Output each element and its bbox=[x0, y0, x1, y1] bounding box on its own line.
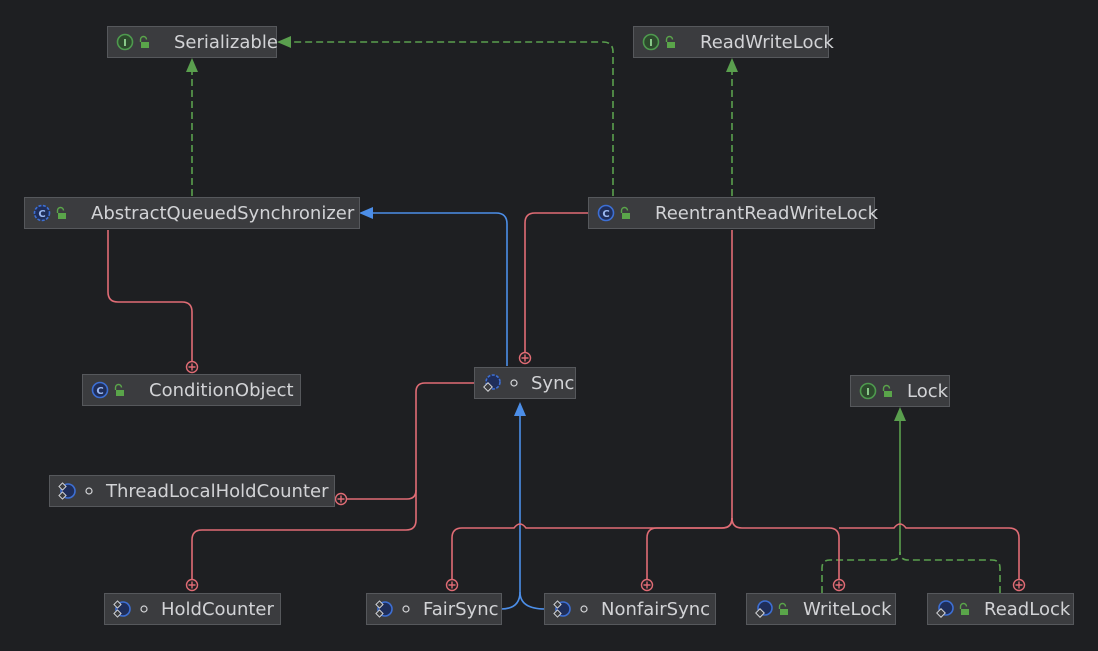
edge-sync-inner-rrwl bbox=[524, 212, 589, 353]
public-lock-icon bbox=[958, 602, 970, 616]
node-label: WriteLock bbox=[803, 598, 892, 620]
node-label: AbstractQueuedSynchronizer bbox=[91, 202, 355, 224]
edge-writelock-implements-lock bbox=[821, 551, 901, 593]
plus-circle-icon bbox=[640, 578, 654, 592]
edge-rrwl-implements-serializable bbox=[277, 36, 614, 196]
node-label: ThreadLocalHoldCounter bbox=[106, 480, 329, 502]
public-lock-icon bbox=[138, 35, 150, 49]
edge-sync-extends-aqs bbox=[359, 207, 508, 366]
node-write-lock[interactable]: WriteLock bbox=[746, 593, 896, 625]
node-fair-sync[interactable]: FairSync bbox=[366, 593, 502, 625]
package-visibility-icon bbox=[84, 486, 94, 496]
public-lock-icon bbox=[55, 206, 67, 220]
node-label: Sync bbox=[531, 372, 575, 394]
edge-nonfairsync-extends-sync bbox=[519, 591, 546, 610]
plus-circle-icon bbox=[445, 578, 459, 592]
edge-nonfairsync-inner-rrwl bbox=[646, 517, 733, 580]
node-label: ReentrantReadWriteLock bbox=[655, 202, 879, 224]
static-abstract-class-icon bbox=[483, 374, 501, 392]
node-label: HoldCounter bbox=[161, 598, 274, 620]
plus-circle-icon bbox=[334, 492, 348, 506]
plus-circle-icon bbox=[185, 360, 199, 374]
static-class-icon bbox=[755, 600, 773, 618]
class-icon: C bbox=[91, 381, 109, 399]
node-label: Serializable bbox=[174, 31, 278, 53]
static-class-icon bbox=[113, 600, 131, 618]
plus-circle-icon bbox=[185, 578, 199, 592]
node-label: ReadWriteLock bbox=[700, 31, 834, 53]
inner-class-markers bbox=[185, 351, 1026, 592]
node-serializable[interactable]: I Serializable bbox=[107, 26, 278, 58]
plus-circle-icon bbox=[1012, 578, 1026, 592]
node-label: Lock bbox=[907, 380, 949, 402]
class-icon: C bbox=[597, 204, 615, 222]
node-nonfair-sync[interactable]: NonfairSync bbox=[544, 593, 716, 625]
edge-fairsync-extends-sync bbox=[500, 402, 526, 610]
node-label: ReadLock bbox=[984, 598, 1071, 620]
node-read-lock[interactable]: ReadLock bbox=[927, 593, 1074, 625]
edge-writelock-inner-rrwl bbox=[731, 517, 840, 580]
plus-circle-icon bbox=[518, 351, 532, 365]
package-visibility-icon bbox=[509, 378, 519, 388]
interface-icon: I bbox=[859, 382, 877, 400]
svg-text:C: C bbox=[38, 209, 45, 220]
node-label: ConditionObject bbox=[149, 379, 294, 401]
interface-icon: I bbox=[642, 33, 660, 51]
public-lock-icon bbox=[777, 602, 789, 616]
package-visibility-icon bbox=[139, 604, 149, 614]
node-readwritelock[interactable]: I ReadWriteLock bbox=[633, 26, 834, 58]
svg-text:C: C bbox=[96, 386, 103, 397]
package-visibility-icon bbox=[579, 604, 589, 614]
public-lock-icon bbox=[664, 35, 676, 49]
static-class-icon bbox=[58, 482, 76, 500]
node-lock[interactable]: I Lock bbox=[850, 375, 950, 407]
svg-text:I: I bbox=[649, 38, 653, 49]
node-reentrant-read-write-lock[interactable]: C ReentrantReadWriteLock bbox=[588, 197, 879, 229]
static-class-icon bbox=[553, 600, 571, 618]
svg-text:C: C bbox=[602, 209, 609, 220]
public-lock-icon bbox=[881, 384, 893, 398]
node-label: NonfairSync bbox=[601, 598, 711, 620]
edge-readlock-inner-rrwl bbox=[839, 523, 1020, 580]
abstract-class-icon: C bbox=[33, 204, 51, 222]
edge-readlock-implements-lock bbox=[899, 551, 1001, 593]
interface-icon: I bbox=[116, 33, 134, 51]
node-label: FairSync bbox=[423, 598, 499, 620]
public-lock-icon bbox=[619, 206, 631, 220]
public-lock-icon bbox=[113, 383, 125, 397]
node-abstract-queued-synchronizer[interactable]: C AbstractQueuedSynchronizer bbox=[24, 197, 360, 229]
package-visibility-icon bbox=[401, 604, 411, 614]
node-sync[interactable]: Sync bbox=[474, 367, 576, 399]
edge-holdcounter-inner-sync bbox=[191, 490, 417, 580]
svg-text:I: I bbox=[123, 38, 127, 49]
edge-conditionobject-inner-aqs bbox=[107, 230, 193, 362]
plus-circle-icon bbox=[832, 578, 846, 592]
node-thread-local-hold-counter[interactable]: ThreadLocalHoldCounter bbox=[49, 475, 335, 507]
static-class-icon bbox=[375, 600, 393, 618]
static-class-icon bbox=[936, 600, 954, 618]
edge-threadlocalholdcounter-inner-sync bbox=[347, 382, 474, 500]
node-hold-counter[interactable]: HoldCounter bbox=[104, 593, 281, 625]
node-condition-object[interactable]: C ConditionObject bbox=[82, 374, 301, 406]
svg-text:I: I bbox=[866, 387, 870, 398]
